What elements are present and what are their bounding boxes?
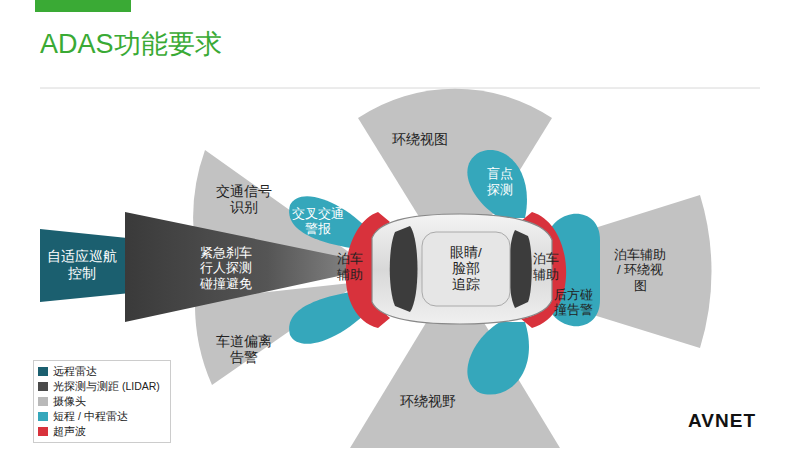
sector-text: 盲点探测 bbox=[484, 166, 516, 197]
sector-text: 环绕视图 bbox=[390, 132, 450, 148]
legend-text: 超声波 bbox=[53, 425, 86, 439]
legend-swatch bbox=[38, 367, 48, 376]
sector-label-node: 泊车辅助 bbox=[335, 251, 365, 282]
sector-text: 后方碰撞告警 bbox=[551, 288, 595, 318]
legend-row: 超声波 bbox=[38, 424, 166, 439]
legend-swatch bbox=[38, 397, 48, 406]
sector-label-node: 交叉交通警报 bbox=[290, 207, 346, 237]
legend-row: 远程雷达 bbox=[38, 364, 166, 379]
legend-row: 光探测与测距 (LIDAR) bbox=[38, 379, 166, 394]
sector-label-node: 交通信号识别 bbox=[214, 184, 274, 216]
sector-label-node: 紧急刹车 行人探测 碰撞避免 bbox=[196, 245, 256, 292]
sector-label-node: 泊车辅助 / 环绕视图 bbox=[612, 247, 668, 294]
company-logo: AVNET bbox=[688, 410, 756, 432]
legend-row: 摄像头 bbox=[38, 394, 166, 409]
sector-label-node: 环绕视图 bbox=[390, 132, 450, 148]
sector-text: 自适应巡航控制 bbox=[44, 248, 120, 282]
sector-text: 眼睛/脸部追踪 bbox=[446, 245, 486, 294]
legend-swatch bbox=[38, 412, 48, 421]
sector-label-node: 自适应巡航控制 bbox=[44, 248, 120, 282]
sector-text: 车道偏离告警 bbox=[214, 334, 274, 366]
sector-label-node: 泊车辅助 bbox=[531, 251, 561, 282]
sector-label-node: 环绕视野 bbox=[393, 394, 463, 410]
sector-text: 交通信号识别 bbox=[214, 184, 274, 216]
sector-text: 泊车辅助 bbox=[531, 251, 561, 282]
sector-label-node: 眼睛/脸部追踪 bbox=[446, 245, 486, 294]
sector-text: 紧急刹车 行人探测 碰撞避免 bbox=[196, 245, 256, 292]
sector-label-node: 后方碰撞告警 bbox=[551, 288, 595, 318]
legend-text: 短程 / 中程雷达 bbox=[53, 410, 128, 424]
legend-row: 短程 / 中程雷达 bbox=[38, 409, 166, 424]
legend-swatch bbox=[38, 382, 48, 391]
legend-swatch bbox=[38, 427, 48, 436]
legend-text: 摄像头 bbox=[53, 395, 86, 409]
page-title: ADAS功能要求 bbox=[40, 26, 222, 62]
sector-label-node: 盲点探测 bbox=[484, 166, 516, 197]
sector-text: 交叉交通警报 bbox=[290, 207, 346, 237]
sector-text: 泊车辅助 / 环绕视图 bbox=[612, 247, 668, 294]
sector-text: 泊车辅助 bbox=[335, 251, 365, 282]
sector-text: 环绕视野 bbox=[393, 394, 463, 410]
legend-text: 光探测与测距 (LIDAR) bbox=[53, 380, 160, 394]
legend-text: 远程雷达 bbox=[53, 365, 97, 379]
legend-box: 远程雷达光探测与测距 (LIDAR)摄像头短程 / 中程雷达超声波 bbox=[33, 360, 171, 443]
sector-label-node: 车道偏离告警 bbox=[214, 334, 274, 366]
